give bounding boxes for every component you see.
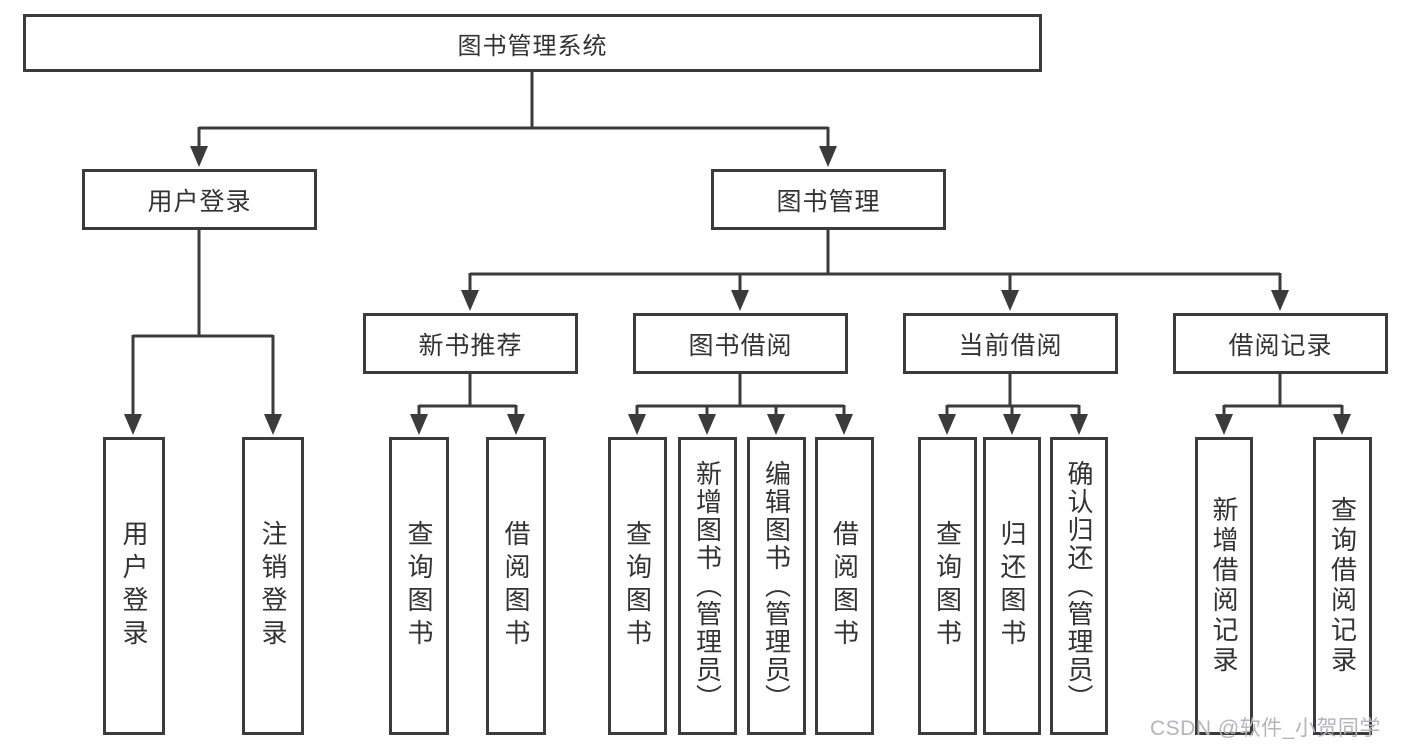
connector-userlogin-to-leaves xyxy=(131,230,275,418)
leaf-label: 查询图书 xyxy=(404,520,434,652)
connector-current-to-leaves xyxy=(945,374,1081,418)
node-label: 图书借阅 xyxy=(688,331,793,360)
node-label: 新书推荐 xyxy=(418,331,523,360)
node-current-borrowing: 当前借阅 xyxy=(903,313,1118,374)
node-library-management-system: 图书管理系统 xyxy=(23,14,1042,72)
node-book-borrowing: 图书借阅 xyxy=(633,313,848,374)
leaf-borrow-books: 借阅图书 xyxy=(815,437,874,735)
leaf-query-books-recommend: 查询图书 xyxy=(389,437,449,735)
leaf-label: 新增借阅记录 xyxy=(1209,496,1239,676)
leaf-add-borrow-record: 新增借阅记录 xyxy=(1195,437,1253,735)
node-label: 图书管理系统 xyxy=(457,32,608,60)
leaf-borrow-books-recommend: 借阅图书 xyxy=(486,437,546,735)
leaf-label: 借阅图书 xyxy=(501,520,531,652)
node-new-book-recommend: 新书推荐 xyxy=(363,313,578,374)
leaf-query-books-current: 查询图书 xyxy=(918,437,977,735)
leaf-label: 归还图书 xyxy=(997,520,1027,652)
leaf-query-borrow-record: 查询借阅记录 xyxy=(1313,437,1372,735)
leaf-label: 新增图书（管理员） xyxy=(692,460,723,712)
connector-borrow-to-leaves xyxy=(635,374,846,418)
leaf-label: 查询图书 xyxy=(622,520,653,652)
connector-records-to-leaves xyxy=(1222,374,1344,418)
node-label: 用户登录 xyxy=(147,187,252,216)
leaf-query-books-borrow: 查询图书 xyxy=(608,437,667,735)
leaf-user-login: 用户登录 xyxy=(103,437,165,735)
node-label: 借阅记录 xyxy=(1228,331,1333,360)
leaf-label: 查询借阅记录 xyxy=(1327,496,1358,676)
csdn-watermark: CSDN @软件_小贺同学 xyxy=(1150,717,1381,740)
leaf-return-book: 归还图书 xyxy=(983,437,1041,735)
leaf-label: 用户登录 xyxy=(119,520,149,652)
leaf-logout: 注销登录 xyxy=(242,437,304,735)
leaf-confirm-return-admin: 确认归还（管理员） xyxy=(1050,437,1108,735)
leaf-label: 借阅图书 xyxy=(829,520,860,652)
connector-root-to-level2 xyxy=(197,72,830,150)
leaf-label: 查询图书 xyxy=(932,520,963,652)
leaf-label: 注销登录 xyxy=(258,520,288,652)
leaf-label: 确认归还（管理员） xyxy=(1064,460,1094,712)
node-user-login: 用户登录 xyxy=(82,169,317,230)
node-label: 当前借阅 xyxy=(958,331,1063,360)
node-book-management: 图书管理 xyxy=(711,169,946,230)
connector-newbook-to-leaves xyxy=(417,374,518,418)
node-borrowing-records: 借阅记录 xyxy=(1173,313,1388,374)
leaf-edit-book-admin: 编辑图书（管理员） xyxy=(747,437,806,735)
node-label: 图书管理 xyxy=(776,187,881,216)
leaf-add-book-admin: 新增图书（管理员） xyxy=(678,437,737,735)
connector-bookmgmt-to-level3 xyxy=(468,230,1282,294)
leaf-label: 编辑图书（管理员） xyxy=(761,460,792,712)
arrowheads xyxy=(124,146,1351,435)
